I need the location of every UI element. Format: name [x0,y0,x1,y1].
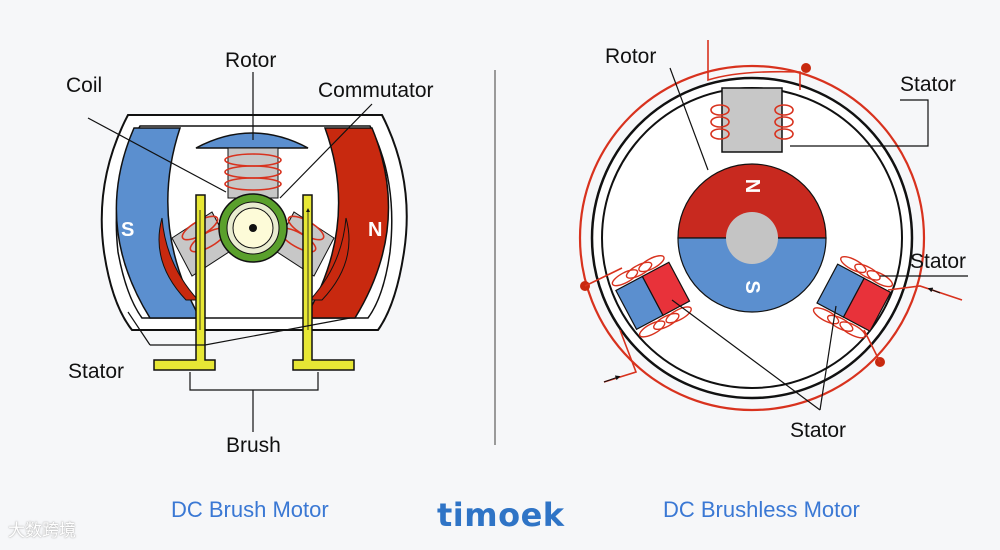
pole-south: S [121,219,134,241]
watermark: 大数跨境 [8,521,76,541]
brush-arrows [199,210,308,330]
stator-core-top [721,87,783,153]
label-brush: Brush [226,434,281,457]
label-commutator: Commutator [318,79,434,102]
stator-bottom-left [611,255,692,338]
label-stator-top: Stator [900,73,956,96]
rotor-magnet-north [677,163,827,239]
rotor-hub [726,212,778,264]
label-rotor: Rotor [225,49,276,72]
rotor-pole-south: S [741,280,763,293]
shaft-center [249,224,257,232]
brand-logo: timoek [437,496,565,534]
wire-junctions [580,63,885,367]
caption-brushless-motor: DC Brushless Motor [663,497,860,522]
wire-arrow-right [927,287,941,294]
label-stator: Stator [68,360,124,383]
label-rotor: Rotor [605,45,656,68]
rotor-magnet-south [677,237,827,313]
brush-motor-leader-lines [87,72,373,432]
wire-arrow-left [603,375,621,383]
caption-brush-motor: DC Brush Motor [171,497,329,522]
rotor-pole-left [158,217,200,301]
stator-bottom-right [812,255,894,339]
brushless-motor-diagram: N S Rotor Stator Stator Stator [578,40,968,442]
rotor-pole-right [308,217,350,301]
brushless-leader-lines [669,67,968,411]
label-coil: Coil [66,74,102,97]
rotor-cap [195,132,309,149]
outer-wire-ring [578,64,926,412]
pole-north: N [368,219,382,241]
stator-coil-top [707,40,801,140]
brush-motor-diagram: Rotor Coil Commutator Stator Brush S N [66,49,434,457]
label-stator-right: Stator [910,250,966,273]
rotor-pole-north: N [741,179,763,193]
label-stator-bottom: Stator [790,419,846,442]
